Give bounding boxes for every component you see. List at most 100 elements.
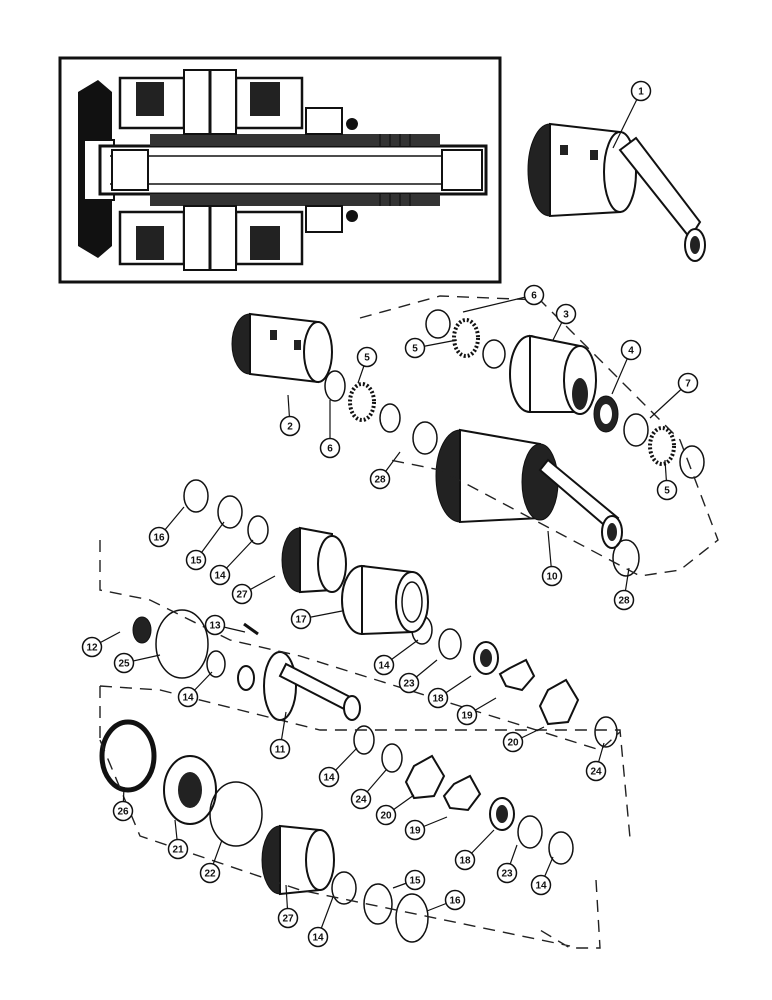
callout-c2: 2 [279, 394, 301, 437]
callout-circle [356, 346, 378, 368]
callout-number: 20 [507, 738, 519, 749]
callout-circle [523, 284, 545, 306]
part-4-bearing [593, 395, 619, 433]
callout-circle [204, 614, 226, 636]
callout-circle [541, 565, 563, 587]
part-18-bushing-upper [473, 641, 499, 675]
part-18-bushing-lower [489, 797, 515, 831]
callout-number: 20 [380, 811, 392, 822]
callout-c20a: 20 [502, 726, 545, 753]
callout-c18a: 18 [427, 675, 472, 709]
callout-number: 6 [327, 444, 333, 455]
part-17-cup [341, 564, 429, 636]
callout-number: 28 [618, 596, 630, 607]
callout-number: 19 [409, 826, 421, 837]
callout-number: 2 [287, 422, 293, 433]
callout-circle [404, 819, 426, 841]
callout-number: 14 [182, 693, 194, 704]
callout-c28b: 28 [613, 567, 635, 611]
callout-number: 23 [403, 679, 415, 690]
callout-c20b: 20 [375, 794, 415, 826]
callout-number: 24 [355, 795, 367, 806]
callout-number: 5 [664, 486, 670, 497]
callout-circle [318, 766, 340, 788]
group-boundary-lower [99, 685, 631, 949]
callout-number: 18 [432, 694, 444, 705]
callout-c11: 11 [269, 711, 291, 760]
callout-circle [199, 862, 221, 884]
part-27-clutch-pack-lower [261, 824, 335, 896]
callout-circle [404, 337, 426, 359]
callout-circle [677, 372, 699, 394]
callout-leader-line [612, 90, 642, 149]
part-2-drum [231, 312, 333, 384]
callout-circle [319, 437, 341, 459]
callout-number: 23 [501, 869, 513, 880]
callout-c28a: 28 [369, 451, 401, 490]
callout-c15a: 15 [185, 521, 225, 571]
part-19-star-plate-lower [442, 774, 482, 812]
callout-c14c: 14 [373, 639, 419, 676]
part-26-snap-ring [99, 719, 157, 793]
callout-c5a: 5 [404, 337, 458, 359]
callout-circle [177, 686, 199, 708]
washers-top-group [324, 309, 705, 479]
callout-c21: 21 [167, 819, 189, 860]
callout-number: 22 [204, 869, 216, 880]
part-10-clutch-shaft [435, 428, 640, 577]
callout-circle [307, 926, 329, 948]
callout-circle [279, 415, 301, 437]
callout-number: 14 [535, 881, 547, 892]
callout-number: 14 [312, 933, 324, 944]
callout-number: 14 [214, 571, 226, 582]
part-13-pin [243, 622, 259, 636]
callout-c6a: 6 [462, 284, 545, 313]
callout-c23b: 23 [496, 844, 518, 884]
callout-circle [613, 589, 635, 611]
washers-middle-group [183, 479, 618, 943]
callout-circle [502, 731, 524, 753]
callout-c14a: 14 [209, 539, 254, 586]
callout-circle [113, 652, 135, 674]
callout-c13: 13 [204, 614, 246, 636]
callout-number: 3 [563, 310, 569, 321]
callout-leader-line [462, 294, 535, 313]
callout-circle [444, 889, 466, 911]
callout-c17: 17 [290, 608, 343, 630]
callout-number: 7 [685, 379, 691, 390]
callout-number: 18 [459, 856, 471, 867]
callout-number: 4 [628, 346, 634, 357]
group-boundary-top [359, 295, 719, 577]
callout-number: 5 [364, 353, 370, 364]
callout-circle [620, 339, 642, 361]
callout-number: 14 [323, 773, 335, 784]
callout-circle [375, 804, 397, 826]
part-25-oring [155, 609, 209, 679]
callout-c22: 22 [199, 839, 223, 884]
callout-c16b: 16 [426, 889, 466, 912]
callout-c25: 25 [113, 652, 161, 674]
callout-c12: 12 [81, 631, 121, 658]
callout-circle [231, 583, 253, 605]
callout-c18b: 18 [454, 829, 495, 871]
callout-c3: 3 [552, 303, 577, 341]
callout-circle [585, 760, 607, 782]
callout-number: 24 [590, 767, 602, 778]
callout-c5c: 5 [656, 459, 678, 501]
callout-circle [530, 874, 552, 896]
callout-c24a: 24 [585, 742, 607, 782]
part-12-needle-bearing [132, 616, 152, 644]
callout-c14f: 14 [307, 896, 334, 948]
callout-number: 15 [409, 876, 421, 887]
callout-circle [427, 687, 449, 709]
callout-c4: 4 [611, 339, 642, 395]
callout-circle [369, 468, 391, 490]
callout-circle [656, 479, 678, 501]
callout-c1: 1 [612, 80, 652, 149]
part-22-seal-ring [209, 781, 263, 847]
callout-circle [630, 80, 652, 102]
callout-number: 12 [86, 643, 98, 654]
callout-circle [81, 636, 103, 658]
callout-number: 26 [117, 807, 129, 818]
